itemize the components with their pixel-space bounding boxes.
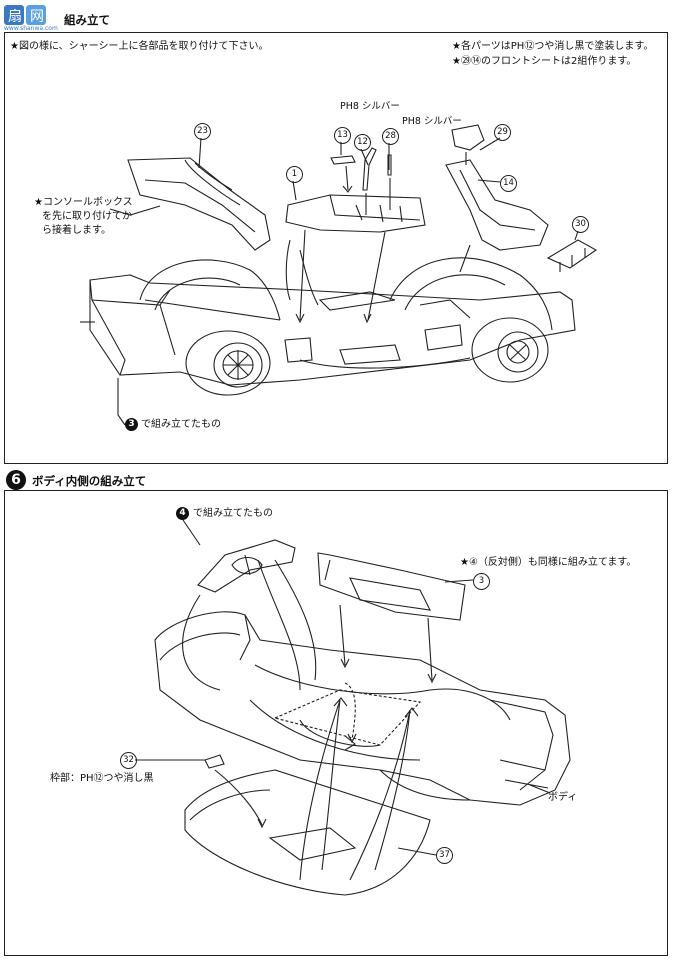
step5-ref-3: 3	[125, 418, 138, 431]
body-label: ボディ	[548, 792, 578, 803]
step5-frame	[4, 32, 668, 464]
watermark-text: www.shanwa.com	[4, 25, 58, 32]
console-note-line3: ら接着します。	[42, 225, 111, 236]
step5-note-right-2: ★㉙⑭のフロントシートは2組作ります。	[452, 56, 637, 67]
callout-12: 12	[354, 134, 371, 151]
callout-28: 28	[382, 128, 399, 145]
callout-37: 37	[436, 847, 453, 864]
site-logo: 扇 网 www.shanwa.com	[2, 2, 66, 32]
callout-1: 1	[286, 166, 303, 183]
step5-note-right-1: ★各パーツはPH⑫つや消し黒で塗装します。	[452, 41, 654, 52]
console-note-line2: を先に取り付けてか	[42, 211, 132, 222]
svg-text:网: 网	[30, 9, 44, 25]
frame-paint-label: 枠部：PH⑫つや消し黒	[50, 773, 154, 784]
paint-label-a: PH8 シルバー	[340, 101, 400, 112]
step6-ref-4: 4	[176, 507, 189, 520]
callout-13: 13	[334, 127, 351, 144]
step5-note-left: ★図の様に、シャーシー上に各部品を取り付けて下さい。	[10, 41, 269, 52]
callout-23: 23	[194, 123, 211, 140]
step5-heading: 組み立て	[64, 13, 110, 27]
step6-assembled-label: で組み立てたもの	[193, 508, 273, 519]
console-note-line1: ★コンソールボックス	[34, 197, 133, 208]
callout-30: 30	[572, 216, 589, 233]
step6-frame	[4, 490, 668, 956]
step5-assembled-label: で組み立てたもの	[141, 419, 221, 430]
callout-14: 14	[500, 175, 517, 192]
paint-label-b: PH8 シルバー	[402, 116, 462, 127]
callout-3: 3	[473, 573, 490, 590]
step6-number: 6	[6, 470, 26, 490]
step6-note-right: ★④（反対側）も同様に組み立てます。	[460, 557, 637, 568]
callout-29: 29	[494, 124, 511, 141]
svg-text:扇: 扇	[8, 9, 22, 25]
step6-heading: ボディ内側の組み立て	[32, 474, 147, 488]
